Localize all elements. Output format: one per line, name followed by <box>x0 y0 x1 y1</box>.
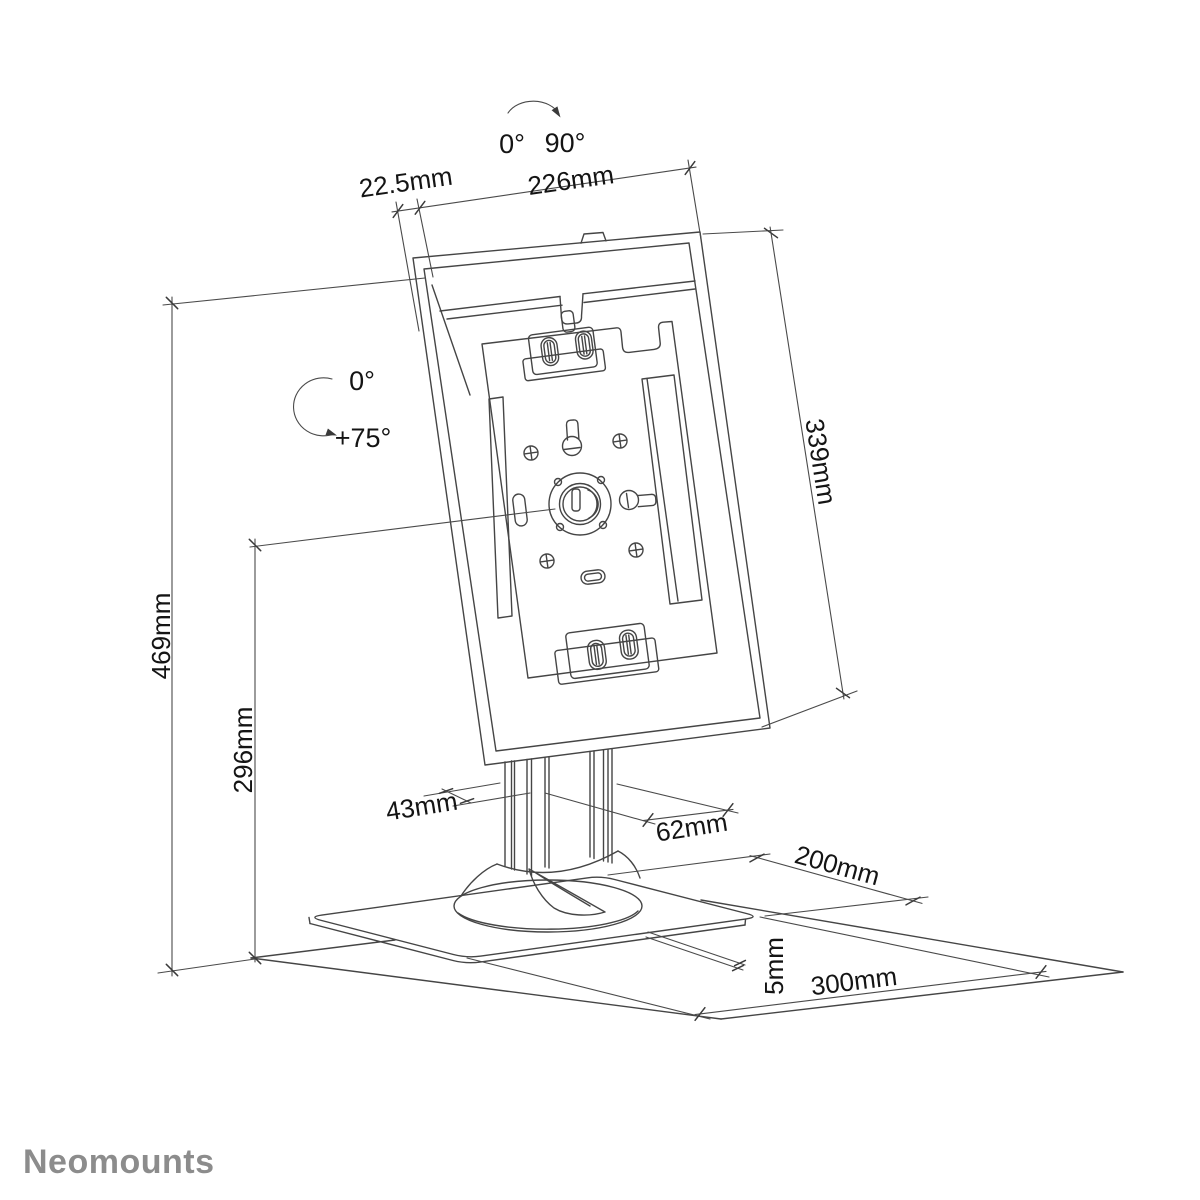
cable-clip-flap <box>528 868 606 916</box>
rotation-label-90: 90° <box>545 128 586 158</box>
screws <box>523 419 657 585</box>
phillips-screw <box>523 433 644 569</box>
dimension-column-depth: 43mm <box>384 782 531 827</box>
tilt-label-75: +75° <box>335 423 392 453</box>
dim-label-43mm: 43mm <box>384 786 460 827</box>
dimension-height-right: 339mm <box>702 226 858 728</box>
dim-label-22-5mm: 22.5mm <box>357 161 454 204</box>
dim-label-469mm: 469mm <box>146 593 176 680</box>
dim-label-5mm: 5mm <box>759 937 789 995</box>
rotation-label-0: 0° <box>499 129 525 159</box>
base-plate <box>308 876 754 964</box>
base-dome <box>453 850 643 933</box>
dimension-pivot-height: 296mm <box>228 508 556 965</box>
dim-label-62mm: 62mm <box>654 807 730 848</box>
tilt-arc-icon: 0° +75° <box>293 366 392 453</box>
tilt-label-0: 0° <box>349 366 375 396</box>
dimension-base-thickness: 5mm <box>645 931 789 995</box>
dim-label-226mm: 226mm <box>526 159 616 201</box>
pole <box>504 748 613 877</box>
dimension-overall-height: 469mm <box>146 277 426 977</box>
tablet-enclosure <box>412 231 771 766</box>
dim-label-300mm: 300mm <box>809 961 899 1001</box>
pivot-hub <box>548 472 612 536</box>
rotation-arc-icon: 0° 90° <box>499 100 586 159</box>
dimension-pole-depth: 62mm <box>544 783 739 848</box>
dim-label-296mm: 296mm <box>228 707 258 794</box>
brand-logo: Neomounts <box>23 1143 215 1181</box>
dimension-width-top: 22.5mm 226mm <box>357 159 702 332</box>
top-clamp <box>522 310 607 382</box>
bottom-clamp <box>554 622 660 685</box>
dim-label-200mm: 200mm <box>792 839 884 891</box>
desk-surface <box>250 899 1124 1020</box>
oval-slot <box>580 569 606 585</box>
dim-label-339mm: 339mm <box>799 416 842 506</box>
dimension-base-depth: 200mm <box>607 839 929 917</box>
